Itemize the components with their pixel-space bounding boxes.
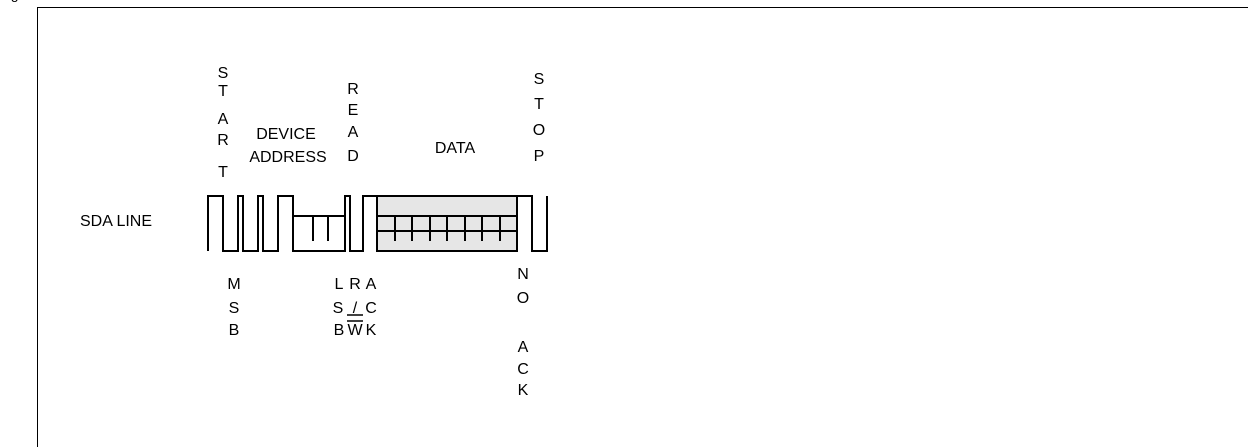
svg-text:E: E	[348, 102, 359, 119]
svg-text:O: O	[533, 122, 545, 139]
svg-text:O: O	[517, 290, 529, 307]
svg-text:R: R	[349, 276, 361, 293]
svg-text:/: /	[353, 300, 358, 317]
svg-text:K: K	[518, 382, 529, 399]
no-ack-label: N O A C K	[517, 266, 529, 399]
svg-text:T: T	[218, 83, 228, 100]
svg-text:A: A	[518, 339, 529, 356]
svg-text:R: R	[347, 81, 359, 98]
read-label: R E A D	[347, 81, 359, 165]
svg-text:S: S	[229, 300, 240, 317]
lsb-label: L S B	[333, 276, 345, 339]
svg-text:B: B	[334, 322, 345, 339]
header-snippet: ng	[3, 0, 19, 2]
svg-text:T: T	[218, 164, 228, 181]
svg-text:S: S	[333, 300, 344, 317]
svg-text:M: M	[227, 276, 240, 293]
data-region-border	[376, 195, 518, 252]
ack-label: A C K	[365, 276, 377, 339]
read-write-label: R / W	[347, 276, 363, 339]
svg-text:S: S	[218, 65, 229, 82]
svg-text:N: N	[517, 266, 529, 283]
svg-text:DEVICE: DEVICE	[256, 126, 316, 143]
data-label: DATA	[435, 140, 476, 157]
svg-text:T: T	[534, 96, 544, 113]
svg-text:D: D	[347, 148, 359, 165]
address-bit-ticks	[293, 215, 345, 241]
sda-line-label: SDA LINE	[80, 213, 152, 230]
svg-text:R: R	[217, 132, 229, 149]
svg-text:P: P	[534, 148, 545, 165]
diagram-frame	[37, 7, 1248, 447]
device-address-label: DEVICE ADDRESS	[249, 126, 326, 166]
stop-label: S T O P	[533, 71, 545, 165]
svg-text:A: A	[348, 124, 359, 141]
sda-timing-diagram: SDA LINE S T A R T DEVICE ADDRESS R E A …	[80, 65, 548, 399]
svg-text:W: W	[347, 322, 363, 339]
svg-text:L: L	[335, 276, 344, 293]
svg-text:C: C	[365, 300, 377, 317]
svg-text:A: A	[366, 276, 377, 293]
svg-text:C: C	[517, 361, 529, 378]
svg-text:S: S	[534, 71, 545, 88]
start-label: S T A R T	[217, 65, 229, 181]
svg-text:B: B	[229, 322, 240, 339]
cropped-header-text: ng	[0, 0, 36, 8]
svg-text:K: K	[366, 322, 377, 339]
data-bit-ticks	[377, 215, 517, 241]
msb-label: M S B	[227, 276, 240, 339]
svg-text:ADDRESS: ADDRESS	[249, 149, 326, 166]
svg-text:A: A	[218, 111, 229, 128]
